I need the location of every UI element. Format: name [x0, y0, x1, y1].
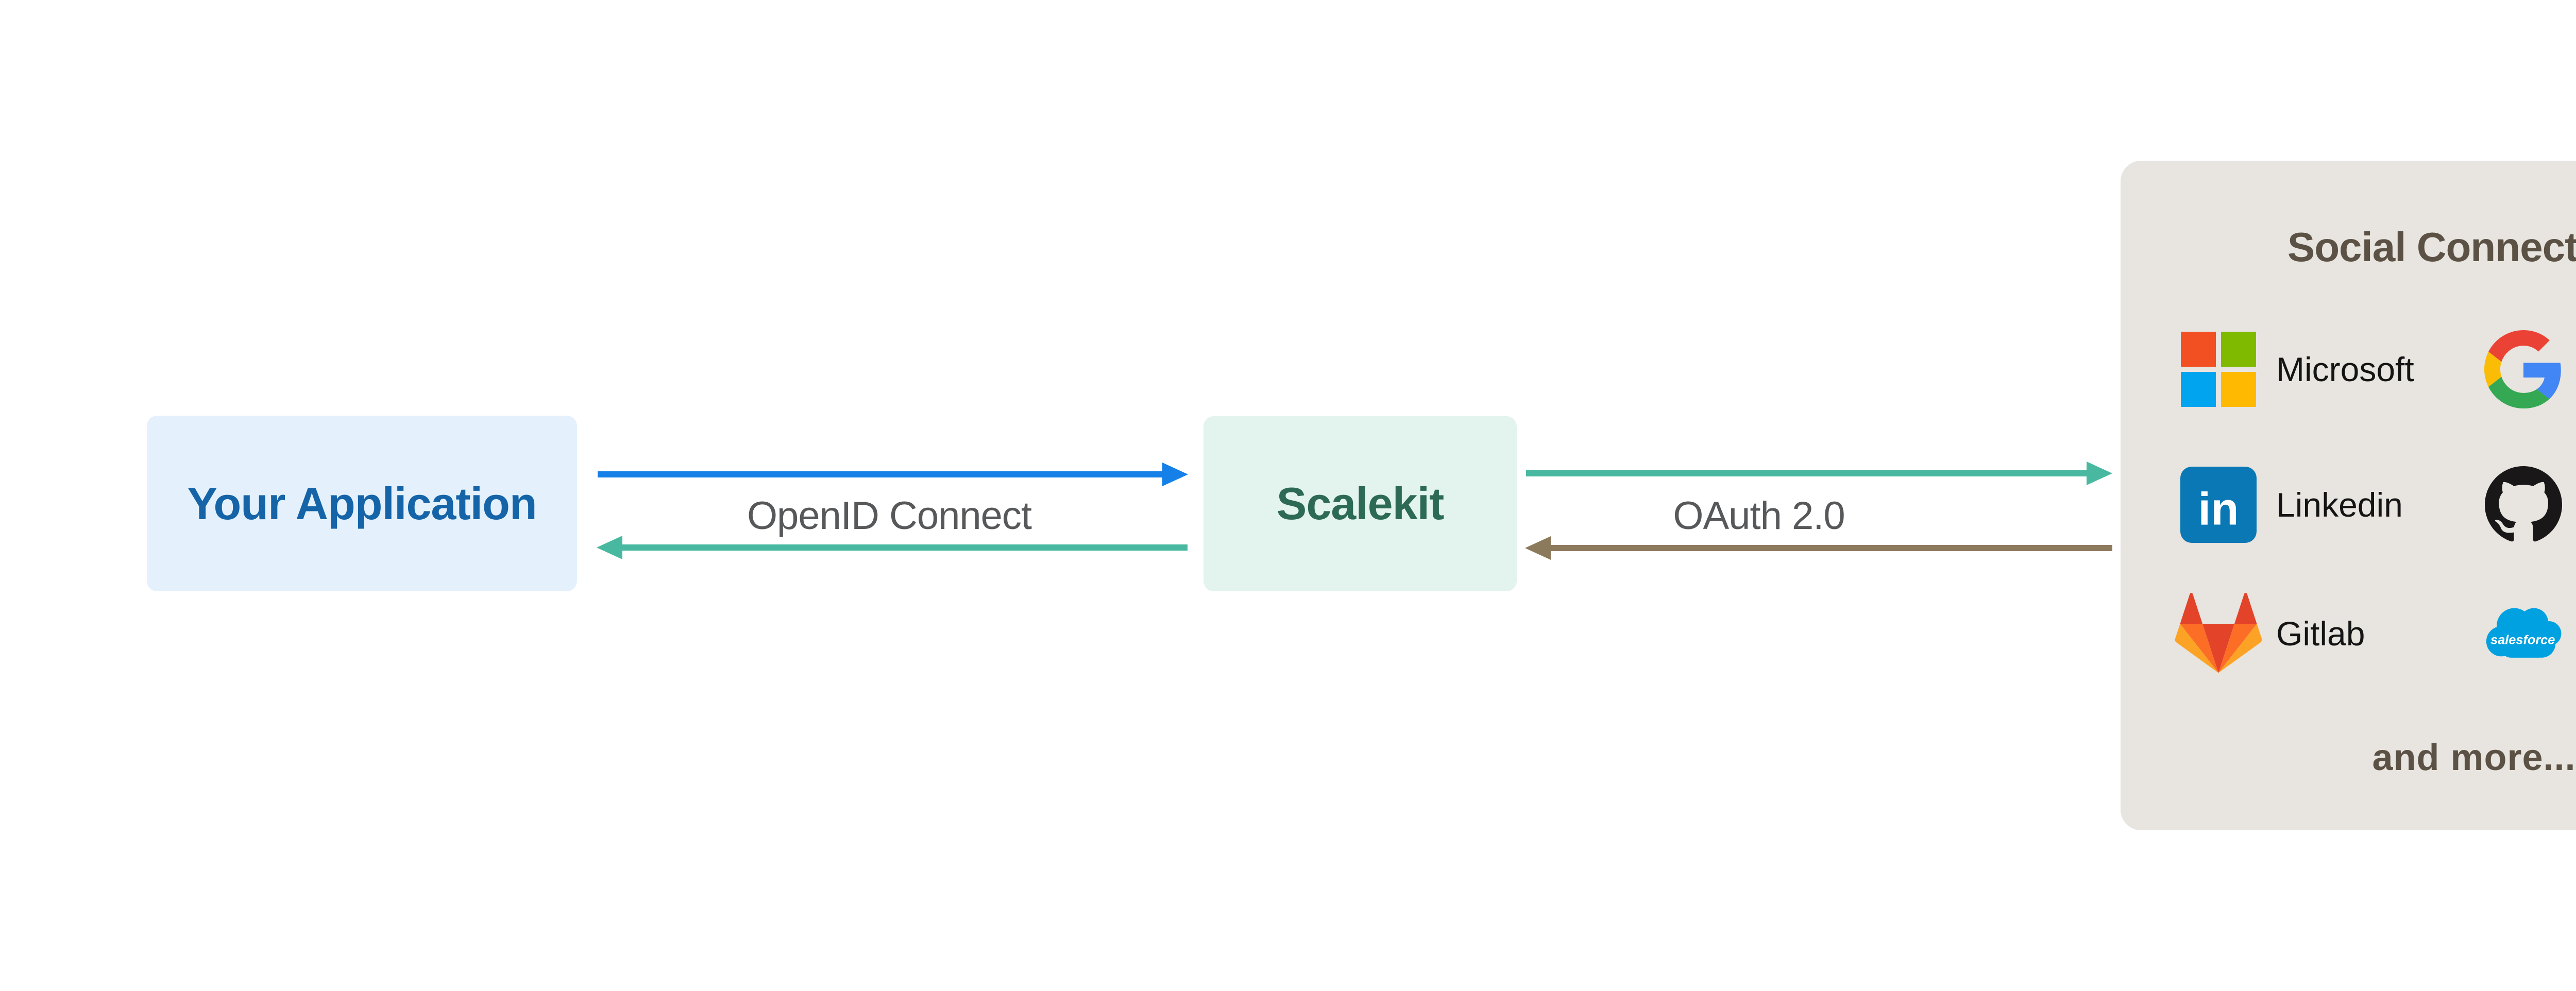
provider-row: Gitlab salesforce Salesforce: [2121, 587, 2576, 680]
oauth-label: OAuth 2.0: [1673, 494, 1845, 538]
linkedin-in-glyph: in: [2198, 483, 2239, 534]
scalekit-label: Scalekit: [1276, 478, 1445, 529]
google-icon: [2477, 330, 2570, 408]
provider-github: Github: [2477, 458, 2576, 551]
microsoft-label: Microsoft: [2276, 350, 2414, 388]
oauth-forward-arrow-head-icon: [2087, 462, 2112, 485]
gitlab-icon: [2172, 592, 2265, 675]
social-connections-title: Social Connections: [2287, 224, 2576, 270]
linkedin-icon: in: [2172, 467, 2265, 543]
provider-salesforce: salesforce Salesforce: [2477, 587, 2576, 680]
provider-microsoft: Microsoft: [2172, 323, 2414, 416]
provider-linkedin: in Linkedin: [2172, 458, 2403, 551]
microsoft-icon: [2172, 332, 2265, 407]
openid-return-arrow-head-icon: [597, 536, 622, 559]
openid-return-arrow-line: [622, 544, 1188, 551]
provider-gitlab: Gitlab: [2172, 587, 2365, 680]
oauth-forward-arrow-line: [1526, 470, 2088, 476]
linkedin-label: Linkedin: [2276, 486, 2403, 524]
social-connections-panel: Social Connections Microsoft: [2121, 161, 2576, 830]
provider-row: Microsoft Google: [2121, 323, 2576, 416]
github-icon: [2477, 466, 2570, 543]
openid-forward-arrow-line: [598, 471, 1163, 477]
openid-connect-label: OpenID Connect: [747, 494, 1032, 538]
scalekit-node: Scalekit: [1204, 416, 1517, 591]
salesforce-icon: salesforce: [2477, 603, 2570, 664]
gitlab-label: Gitlab: [2276, 614, 2365, 653]
provider-row: in Linkedin Github: [2121, 458, 2576, 551]
salesforce-wordmark: salesforce: [2490, 633, 2555, 647]
oauth-return-arrow-line: [1551, 545, 2112, 551]
openid-forward-arrow-head-icon: [1162, 463, 1188, 486]
your-application-label: Your Application: [187, 477, 537, 529]
provider-google: Google: [2477, 323, 2576, 416]
your-application-node: Your Application: [147, 416, 577, 591]
and-more-text: and more...: [2372, 737, 2576, 778]
oauth-return-arrow-head-icon: [1525, 536, 1551, 560]
